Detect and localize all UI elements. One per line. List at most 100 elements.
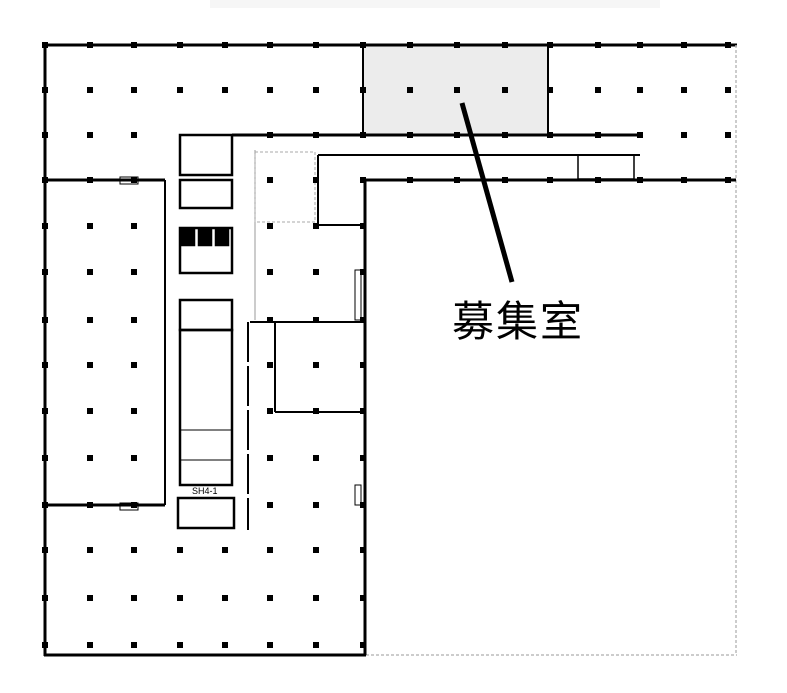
column-dot xyxy=(681,87,687,93)
column-dot xyxy=(725,177,731,183)
column-dot xyxy=(637,132,643,138)
column-dot xyxy=(407,132,413,138)
column-dot xyxy=(360,595,366,601)
column-dot xyxy=(407,177,413,183)
column-dot xyxy=(267,269,273,275)
column-dot xyxy=(313,362,319,368)
column-dot xyxy=(177,42,183,48)
column-dot xyxy=(177,595,183,601)
column-dot xyxy=(222,42,228,48)
column-dot xyxy=(42,595,48,601)
column-dot xyxy=(87,132,93,138)
column-dot xyxy=(360,408,366,414)
column-dot xyxy=(131,362,137,368)
column-dot xyxy=(87,595,93,601)
column-dot xyxy=(131,87,137,93)
column-dot xyxy=(637,87,643,93)
column-dot xyxy=(547,42,553,48)
outer-walls xyxy=(43,43,737,657)
column-dot xyxy=(42,317,48,323)
column-dot xyxy=(131,455,137,461)
column-dot xyxy=(595,87,601,93)
column-dot xyxy=(454,177,460,183)
column-dot xyxy=(87,317,93,323)
column-dot xyxy=(131,547,137,553)
column-dot xyxy=(454,132,460,138)
column-dot xyxy=(177,547,183,553)
column-dot xyxy=(87,642,93,648)
column-dot xyxy=(267,642,273,648)
column-dot xyxy=(177,87,183,93)
column-dot xyxy=(87,408,93,414)
column-dot xyxy=(360,502,366,508)
column-dot xyxy=(547,177,553,183)
column-dot xyxy=(267,408,273,414)
column-dot xyxy=(267,223,273,229)
column-dot xyxy=(42,362,48,368)
column-dot xyxy=(360,42,366,48)
column-dot xyxy=(502,87,508,93)
column-dot xyxy=(595,177,601,183)
column-dot xyxy=(725,42,731,48)
column-dot xyxy=(267,502,273,508)
column-dot xyxy=(131,223,137,229)
column-dot xyxy=(360,455,366,461)
column-dot xyxy=(360,223,366,229)
core-block xyxy=(119,133,635,530)
column-dot xyxy=(360,362,366,368)
column-dot xyxy=(313,177,319,183)
column-dot xyxy=(360,642,366,648)
column-dot xyxy=(87,269,93,275)
column-dot xyxy=(313,42,319,48)
column-grid xyxy=(42,42,731,648)
column-dot xyxy=(407,42,413,48)
pointer-line xyxy=(459,102,515,283)
column-dot xyxy=(681,42,687,48)
column-dot xyxy=(267,177,273,183)
column-dot xyxy=(87,547,93,553)
column-dot xyxy=(313,408,319,414)
column-dot xyxy=(313,317,319,323)
column-dot xyxy=(313,269,319,275)
column-dot xyxy=(313,455,319,461)
column-dot xyxy=(42,87,48,93)
column-dot xyxy=(42,502,48,508)
column-dot xyxy=(131,642,137,648)
column-dot xyxy=(313,547,319,553)
column-dot xyxy=(42,455,48,461)
column-dot xyxy=(131,502,137,508)
column-dot xyxy=(454,87,460,93)
column-dot xyxy=(42,408,48,414)
top-strip xyxy=(210,0,660,8)
column-dot xyxy=(267,87,273,93)
column-dot xyxy=(313,642,319,648)
column-dot xyxy=(222,642,228,648)
column-dot xyxy=(637,177,643,183)
room-label: 募集室 xyxy=(452,297,585,346)
column-dot xyxy=(87,502,93,508)
column-dot xyxy=(502,42,508,48)
column-dot xyxy=(502,132,508,138)
column-dot xyxy=(313,502,319,508)
column-dot xyxy=(42,223,48,229)
column-dot xyxy=(177,642,183,648)
column-dot xyxy=(360,269,366,275)
column-dot xyxy=(87,87,93,93)
column-dot xyxy=(131,42,137,48)
column-dot xyxy=(360,547,366,553)
column-dot xyxy=(681,132,687,138)
column-dot xyxy=(87,455,93,461)
column-dot xyxy=(42,42,48,48)
core-label: SH4-1 xyxy=(192,486,218,496)
column-dot xyxy=(313,595,319,601)
column-dot xyxy=(222,595,228,601)
column-dot xyxy=(131,132,137,138)
column-dot xyxy=(454,42,460,48)
column-dot xyxy=(87,223,93,229)
column-dot xyxy=(681,177,687,183)
column-dot xyxy=(222,547,228,553)
column-dot xyxy=(313,87,319,93)
column-dot xyxy=(637,42,643,48)
column-dot xyxy=(42,547,48,553)
column-dot xyxy=(407,87,413,93)
